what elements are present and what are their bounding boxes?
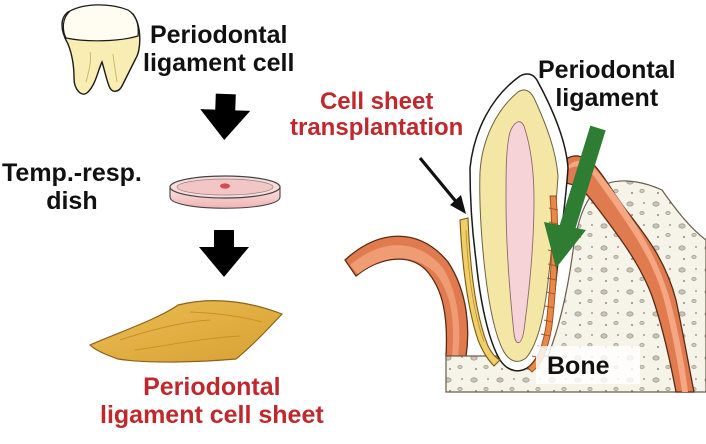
cell-sheet-icon — [88, 300, 284, 363]
tooth-icon — [61, 4, 141, 95]
label-pdl-cell: Periodontal ligament cell — [143, 21, 295, 77]
label-transplantation: Cell sheet transplantation — [290, 88, 464, 142]
pointer-arrow-icon — [418, 156, 466, 214]
label-line: Temp.-resp. — [2, 159, 142, 187]
label-line: dish — [46, 186, 98, 215]
label-dish: Temp.-resp. dish — [2, 159, 142, 215]
label-cell-sheet: Periodontal ligament cell sheet — [100, 373, 324, 429]
tooth-cross-section — [344, 73, 706, 393]
label-bone: Bone — [547, 352, 610, 380]
label-line: transplantation — [290, 114, 464, 142]
green-arrow-icon — [544, 125, 606, 268]
petri-dish-icon — [169, 175, 281, 209]
label-line: ligament cell sheet — [100, 400, 324, 429]
down-arrow-icon — [200, 93, 251, 140]
label-pdl: Periodontal ligament — [538, 56, 676, 112]
label-line: Periodontal — [143, 373, 281, 401]
label-line: Periodontal — [538, 56, 676, 84]
label-line: ligament — [555, 83, 659, 112]
down-arrow-icon — [199, 230, 249, 277]
label-line: ligament cell — [143, 48, 295, 77]
label-line: Periodontal — [149, 21, 288, 49]
label-line: Cell sheet — [319, 88, 434, 115]
